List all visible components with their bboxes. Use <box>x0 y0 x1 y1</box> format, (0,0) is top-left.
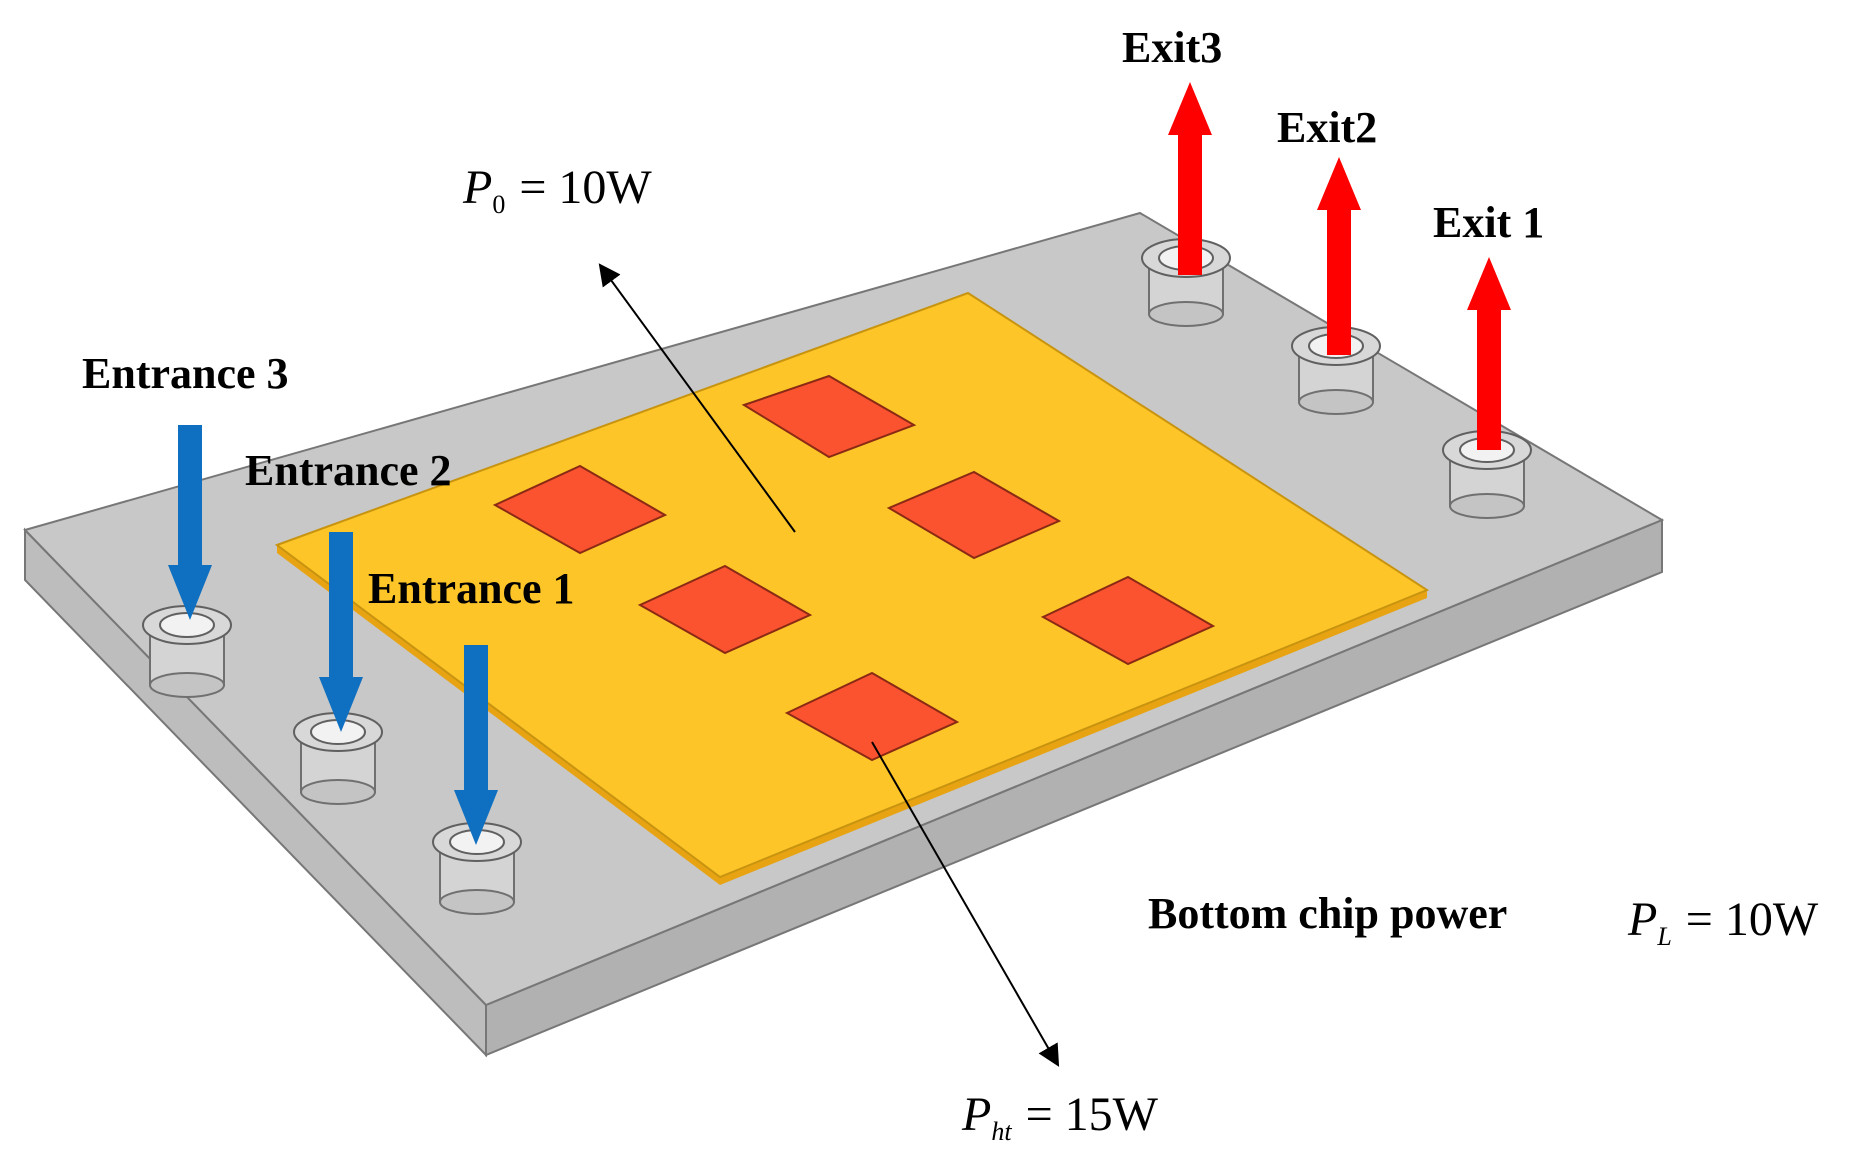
top-chip-edge <box>277 545 720 885</box>
outlet-arrow-2 <box>1317 157 1361 355</box>
entrance-2-label: Entrance 2 <box>245 446 452 495</box>
outlet-arrow-1 <box>1467 257 1511 450</box>
entrance-1-label: Entrance 1 <box>368 564 575 613</box>
inlet-ports <box>142 605 522 915</box>
entrance-3-label: Entrance 3 <box>82 349 289 398</box>
inlet-arrow-3 <box>168 425 212 620</box>
exit-3-label: Exit3 <box>1122 23 1222 72</box>
inlet-port-2 <box>293 712 383 805</box>
inlet-arrow-2 <box>319 532 363 732</box>
heat-source <box>492 464 668 555</box>
exit-2-label: Exit2 <box>1277 103 1377 152</box>
heat-sources <box>492 374 1216 762</box>
outlet-arrow-3 <box>1168 82 1212 275</box>
p0-equation: P0= 10W <box>462 161 652 219</box>
outlet-arrows <box>1168 82 1511 450</box>
top-chip-edge-right <box>720 590 1427 885</box>
pht-equation: Pht= 15W <box>961 1088 1159 1146</box>
heat-source <box>741 374 917 459</box>
heat-source <box>784 671 960 762</box>
exit-1-label: Exit 1 <box>1433 198 1544 247</box>
top-chip <box>274 291 1430 885</box>
inlet-port-3 <box>142 605 232 698</box>
p0-pointer-line <box>598 263 796 533</box>
pl-equation: PL= 10W <box>1627 893 1819 951</box>
pht-pointer-line <box>871 741 1060 1067</box>
inlet-arrows <box>168 425 498 845</box>
bottom-chip-power-label: Bottom chip power <box>1148 889 1507 938</box>
heat-source <box>886 470 1062 560</box>
heat-source <box>637 564 813 655</box>
top-chip-surface <box>274 291 1430 879</box>
inlet-arrow-1 <box>454 645 498 845</box>
heat-source <box>1040 575 1216 666</box>
